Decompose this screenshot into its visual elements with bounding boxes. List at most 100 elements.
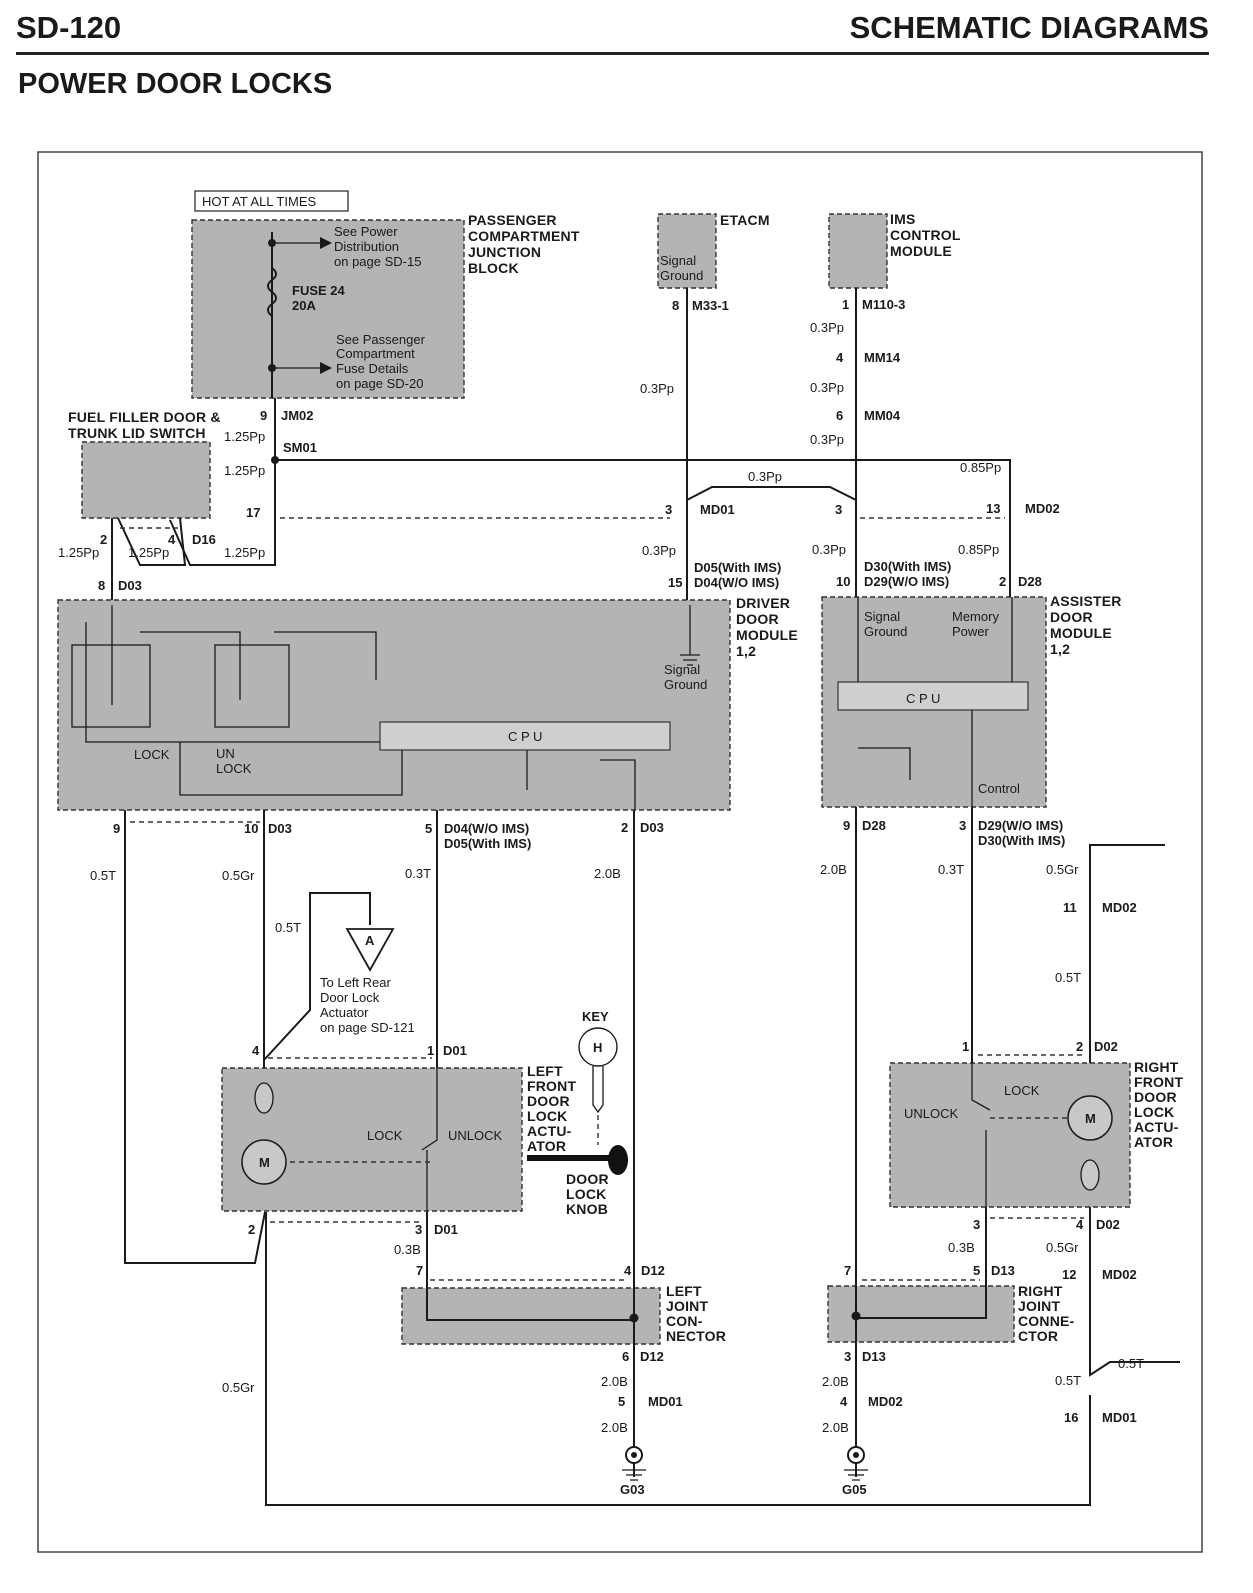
svg-text:DRIVER: DRIVER (736, 595, 790, 611)
svg-text:6: 6 (622, 1349, 629, 1364)
key-icon (578, 1027, 618, 1067)
splice-sm01 (271, 456, 279, 464)
svg-text:D02: D02 (1094, 1039, 1118, 1054)
wire-05gr-right-lower (1089, 1207, 1180, 1377)
svg-text:2.0B: 2.0B (594, 866, 621, 881)
splice-dot (268, 364, 276, 372)
svg-text:3: 3 (415, 1222, 422, 1237)
svg-text:15: 15 (668, 575, 682, 590)
driver-internal (140, 631, 241, 700)
svg-text:0.3Pp: 0.3Pp (640, 381, 674, 396)
svg-text:D29(W/O IMS): D29(W/O IMS) (864, 574, 949, 589)
key-blade-icon (592, 1066, 604, 1114)
left-unlock-label: UNLOCK (448, 1128, 503, 1143)
svg-text:LEFT: LEFT (527, 1063, 563, 1079)
hot-at-all-times-label: HOT AT ALL TIMES (202, 194, 316, 209)
svg-text:MODULE: MODULE (1050, 625, 1112, 641)
svg-text:0.3Pp: 0.3Pp (810, 320, 844, 335)
svg-text:D03: D03 (640, 820, 664, 835)
svg-text:FUEL FILLER DOOR &: FUEL FILLER DOOR & (68, 409, 221, 425)
svg-text:D12: D12 (641, 1263, 665, 1278)
driver-internal (274, 631, 377, 680)
svg-text:LOCK: LOCK (566, 1186, 606, 1202)
svg-text:1.25Pp: 1.25Pp (58, 545, 99, 560)
svg-text:2: 2 (100, 532, 107, 547)
driver-door-module-box (57, 599, 731, 811)
svg-text:on page SD-20: on page SD-20 (336, 376, 423, 391)
driver-internal (85, 622, 380, 743)
ref-a-label: A (365, 933, 375, 948)
svg-text:0.3Pp: 0.3Pp (812, 542, 846, 557)
svg-text:2.0B: 2.0B (601, 1420, 628, 1435)
diagram-title: POWER DOOR LOCKS (18, 68, 333, 100)
passenger-junction-block (191, 219, 465, 399)
svg-text:10: 10 (244, 821, 258, 836)
svg-text:0.5T: 0.5T (1055, 1373, 1081, 1388)
driver-lock-label: LOCK (134, 747, 170, 762)
svg-text:MD01: MD01 (648, 1394, 683, 1409)
assister-memory-power-label: Memory Power (952, 609, 999, 639)
ref-a-note: To Left Rear Door Lock Actuator on page … (320, 975, 415, 1035)
wire-05gr-return (265, 1212, 1091, 1506)
arrow-icon (320, 237, 332, 249)
svg-text:0.3Pp: 0.3Pp (810, 380, 844, 395)
svg-text:D12: D12 (640, 1349, 664, 1364)
splice-left-joint (629, 1313, 639, 1323)
ground-g05-icon (853, 1452, 859, 1458)
assister-cpu (837, 681, 1029, 711)
etacm-label: ETACM (720, 212, 770, 228)
svg-text:ATOR: ATOR (527, 1138, 566, 1154)
svg-text:MODULE: MODULE (890, 243, 952, 259)
right-lock-label: LOCK (1004, 1083, 1040, 1098)
driver-cpu (379, 721, 671, 751)
svg-text:1: 1 (427, 1043, 434, 1058)
svg-text:Signal: Signal (864, 609, 900, 624)
diagram-frame (37, 151, 1203, 1553)
svg-text:0.3Pp: 0.3Pp (748, 469, 782, 484)
left-switch (421, 1068, 438, 1151)
svg-text:MM14: MM14 (864, 350, 901, 365)
svg-text:on page SD-15: on page SD-15 (334, 254, 421, 269)
wire-05gr-right-upper (1089, 844, 1165, 1063)
svg-text:2.0B: 2.0B (822, 1420, 849, 1435)
svg-text:1: 1 (962, 1039, 969, 1054)
svg-text:RIGHT: RIGHT (1134, 1059, 1179, 1075)
svg-text:D29(W/O IMS): D29(W/O IMS) (978, 818, 1063, 833)
svg-text:LOCK: LOCK (1134, 1104, 1174, 1120)
left-motor-icon (241, 1139, 287, 1185)
svg-text:Ground: Ground (664, 677, 707, 692)
svg-text:See Passenger: See Passenger (336, 332, 426, 347)
svg-text:1.25Pp: 1.25Pp (224, 545, 265, 560)
md01-crossover-wire (686, 486, 857, 501)
svg-text:MD02: MD02 (1102, 900, 1137, 915)
svg-text:0.3Pp: 0.3Pp (810, 432, 844, 447)
svg-text:0.5Gr: 0.5Gr (222, 868, 255, 883)
svg-text:7: 7 (416, 1263, 423, 1278)
svg-text:D01: D01 (434, 1222, 458, 1237)
svg-text:2.0B: 2.0B (601, 1374, 628, 1389)
svg-text:CON-: CON- (666, 1313, 703, 1329)
svg-text:CONNE-: CONNE- (1018, 1313, 1075, 1329)
svg-text:0.5Gr: 0.5Gr (1046, 862, 1079, 877)
assister-module-label: ASSISTER DOOR MODULE 1,2 (1050, 593, 1121, 657)
svg-text:PASSENGER: PASSENGER (468, 212, 557, 228)
right-motor-label: M (1085, 1111, 1096, 1126)
svg-text:3: 3 (959, 818, 966, 833)
power-distribution-note: See Power Distribution on page SD-15 (334, 224, 421, 269)
svg-text:MD01: MD01 (1102, 1410, 1137, 1425)
svg-text:Signal: Signal (660, 253, 696, 268)
page-code: SD-120 (16, 10, 122, 45)
svg-text:LEFT: LEFT (666, 1283, 702, 1299)
svg-text:BLOCK: BLOCK (468, 260, 519, 276)
ground-g03-label: G03 (620, 1482, 645, 1497)
ims-control-module-box (828, 213, 888, 289)
svg-text:UN: UN (216, 746, 235, 761)
svg-text:Distribution: Distribution (334, 239, 399, 254)
ground-icon (680, 654, 700, 666)
arrow-icon (320, 362, 332, 374)
svg-text:7: 7 (844, 1263, 851, 1278)
driver-internal (600, 759, 636, 810)
svg-text:DOOR: DOOR (527, 1093, 570, 1109)
svg-text:2: 2 (1076, 1039, 1083, 1054)
svg-text:D13: D13 (862, 1349, 886, 1364)
